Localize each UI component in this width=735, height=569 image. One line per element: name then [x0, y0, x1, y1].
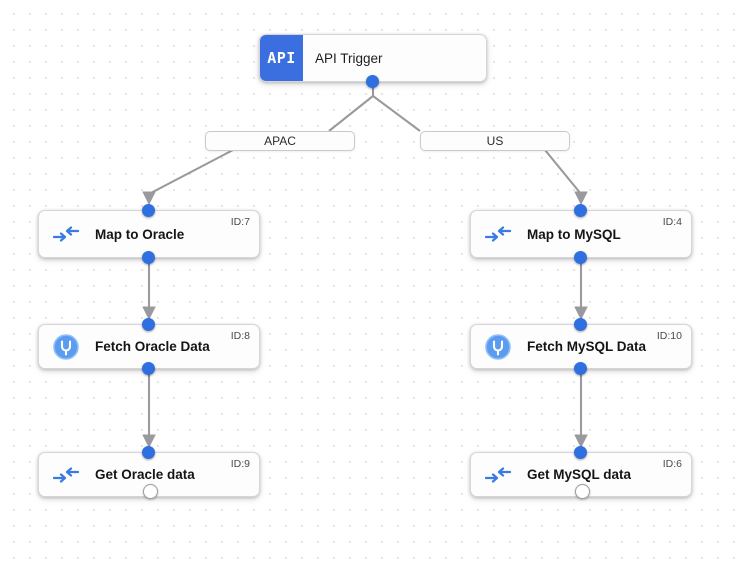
node-fetch-oracle-data[interactable]: Fetch Oracle Data ID:8: [38, 324, 260, 369]
branch-label-us-text: US: [486, 134, 504, 148]
api-trigger-label: API Trigger: [315, 50, 383, 66]
map-arrows-icon: [483, 219, 513, 249]
port-fetch-oracle-output[interactable]: [142, 362, 155, 375]
branch-label-apac[interactable]: APAC: [205, 131, 355, 151]
branch-label-us[interactable]: US: [420, 131, 570, 151]
database-plug-icon: [483, 332, 513, 362]
edge-us-to-map-mysql: [544, 149, 588, 206]
node-id-badge: ID:10: [656, 330, 682, 342]
node-id-badge: ID:8: [230, 330, 250, 342]
port-fetch-mysql-output[interactable]: [574, 362, 587, 375]
edge-apac-to-map-oracle: [142, 149, 234, 206]
branch-label-apac-text: APAC: [264, 134, 296, 148]
node-fetch-mysql-data[interactable]: Fetch MySQL Data ID:10: [470, 324, 692, 369]
map-arrows-icon: [483, 460, 513, 490]
port-fetch-oracle-input[interactable]: [142, 318, 155, 331]
node-title: Map to MySQL: [527, 226, 621, 242]
api-icon: API: [260, 35, 303, 81]
port-get-mysql-input[interactable]: [574, 446, 587, 459]
node-title: Fetch Oracle Data: [95, 339, 210, 354]
port-map-to-oracle-input[interactable]: [142, 204, 155, 217]
node-title: Map to Oracle: [95, 226, 185, 242]
port-map-to-mysql-output[interactable]: [574, 251, 587, 264]
node-map-to-mysql[interactable]: Map to MySQL ID:4: [470, 210, 692, 258]
port-api-trigger-output[interactable]: [366, 75, 379, 88]
port-map-to-mysql-input[interactable]: [574, 204, 587, 217]
node-title: Fetch MySQL Data: [527, 339, 647, 354]
node-id-badge: ID:7: [230, 216, 250, 228]
port-get-oracle-output[interactable]: [143, 484, 158, 499]
map-arrows-icon: [51, 460, 81, 490]
map-arrows-icon: [51, 219, 81, 249]
port-fetch-mysql-input[interactable]: [574, 318, 587, 331]
port-get-oracle-input[interactable]: [142, 446, 155, 459]
node-id-badge: ID:4: [662, 216, 682, 228]
database-plug-icon: [51, 332, 81, 362]
port-map-to-oracle-output[interactable]: [142, 251, 155, 264]
edge-trigger-to-apac: [328, 95, 374, 132]
node-id-badge: ID:9: [230, 458, 250, 470]
port-get-mysql-output[interactable]: [575, 484, 590, 499]
node-title: Get MySQL data: [527, 467, 632, 482]
node-id-badge: ID:6: [662, 458, 682, 470]
node-title: Get Oracle data: [95, 467, 195, 482]
edge-trigger-to-us: [372, 95, 421, 132]
